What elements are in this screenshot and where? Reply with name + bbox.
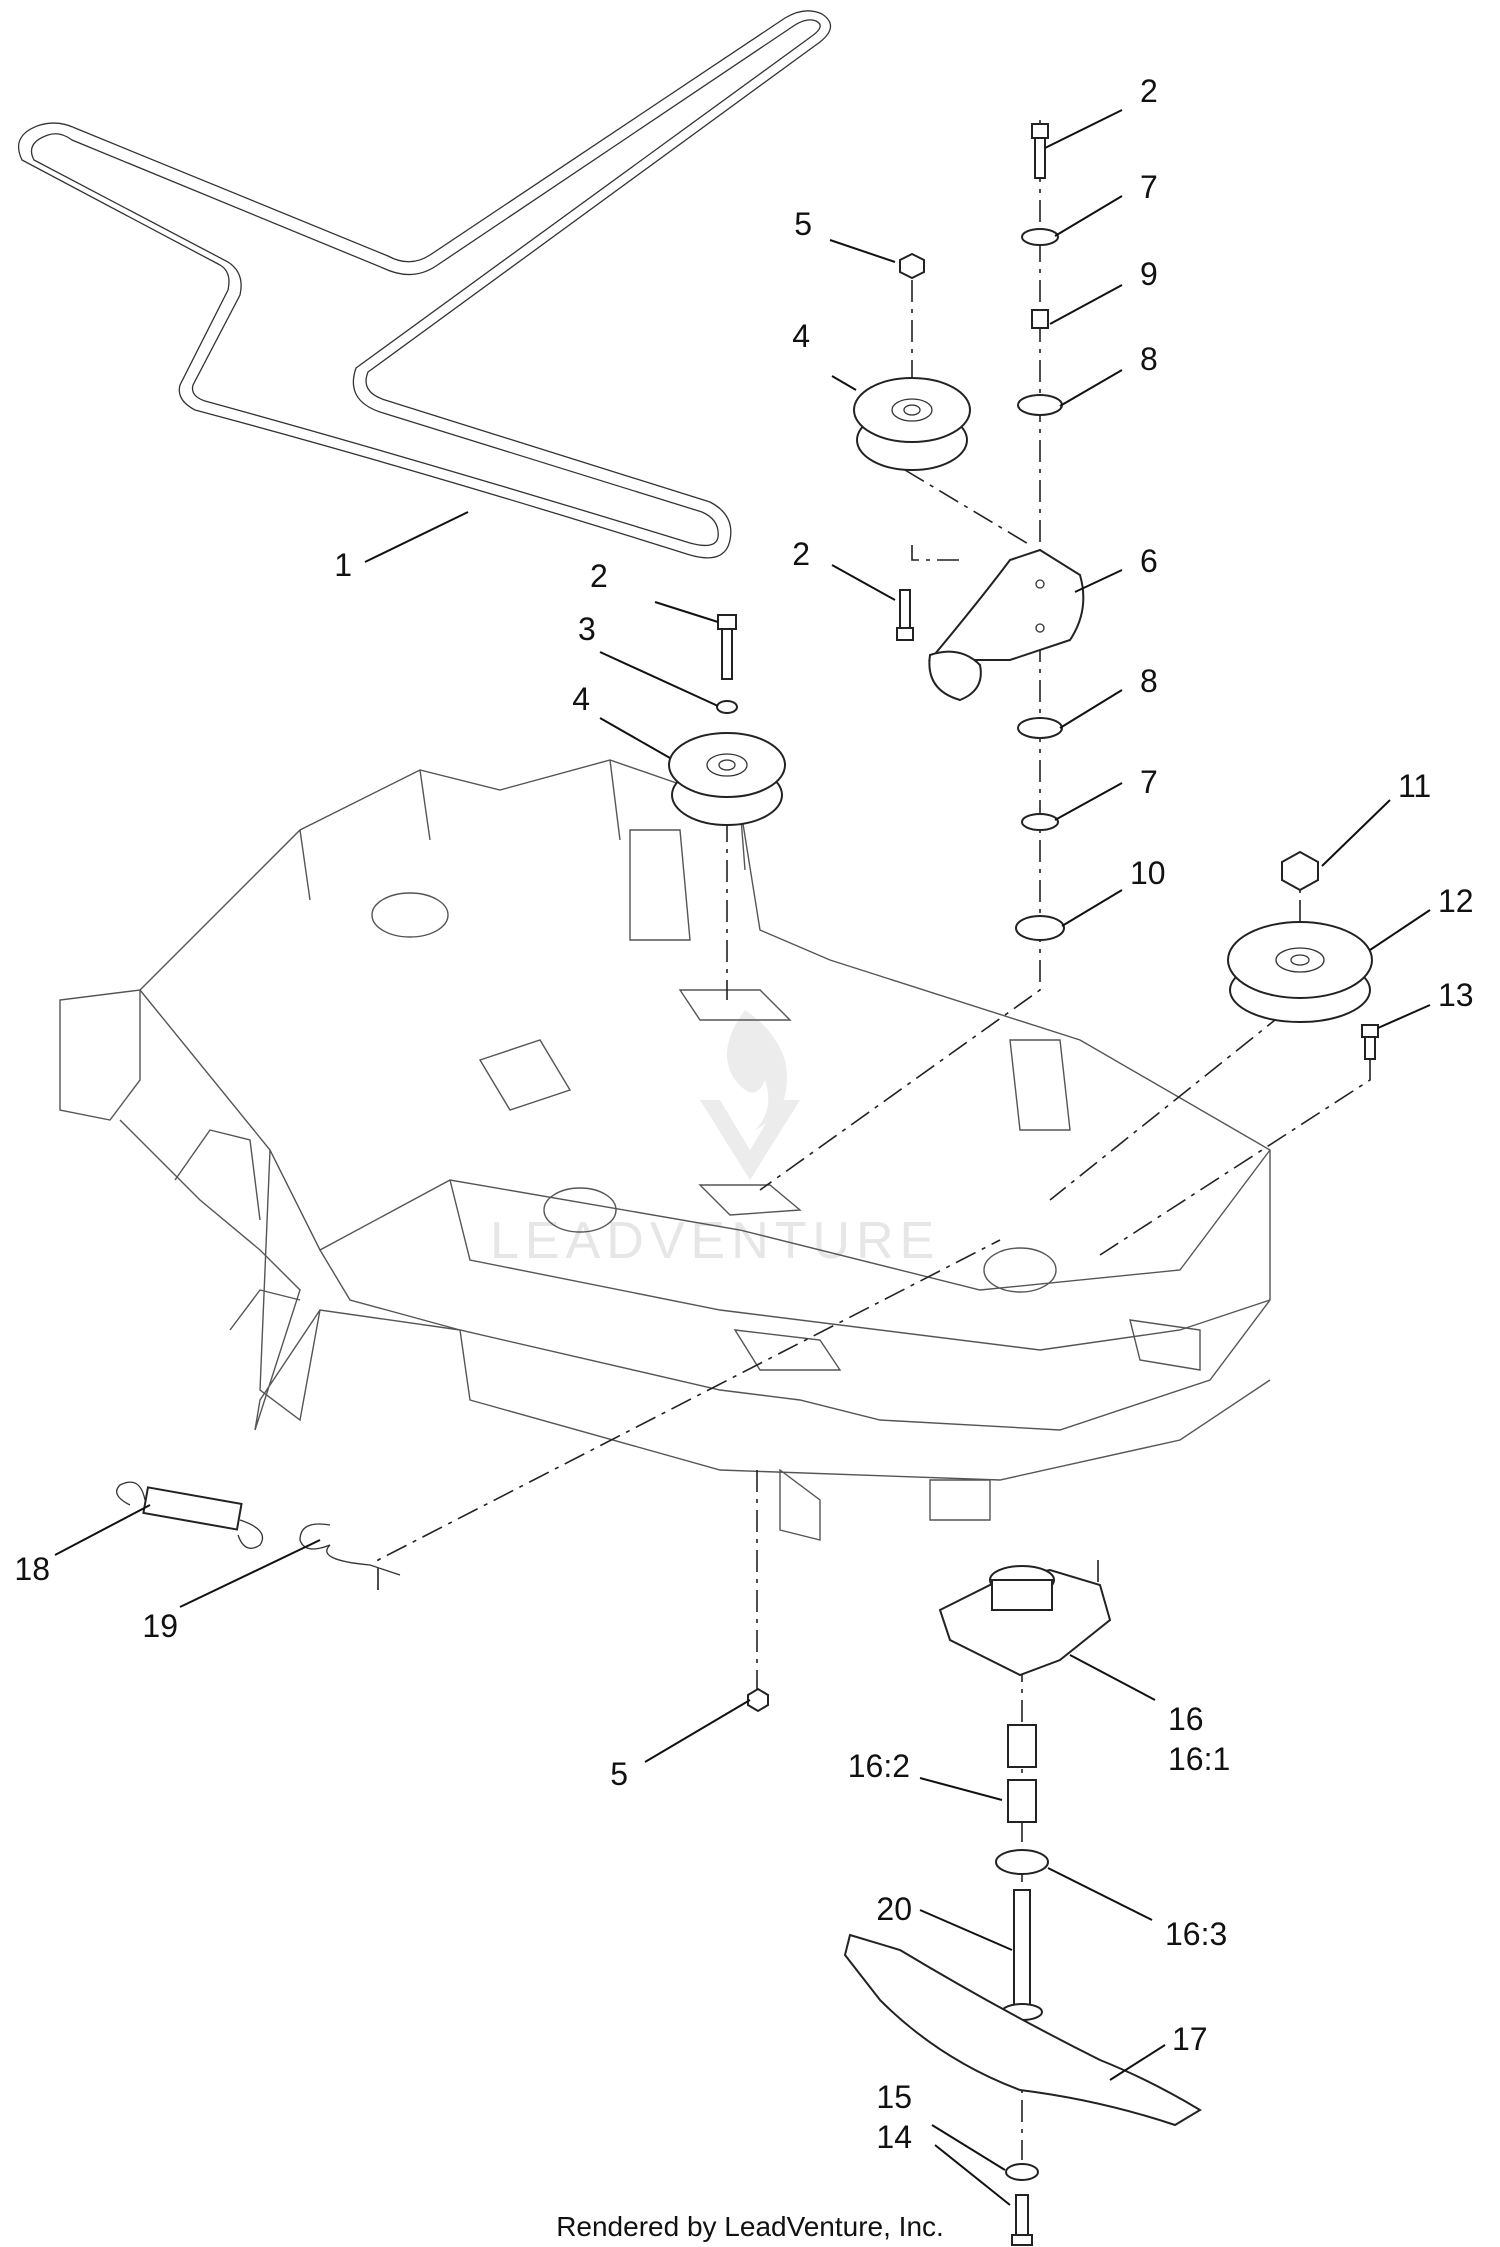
leader-lines — [54, 109, 1431, 2206]
washer-8-top — [1017, 394, 1063, 416]
callout-2-bracket: 2 — [792, 536, 810, 572]
callout-3: 3 — [578, 611, 596, 647]
bearing-16-3 — [995, 1849, 1049, 1875]
spindle-shaft — [1001, 1889, 1043, 2021]
washer-7-top — [1021, 228, 1059, 246]
mower-blade — [843, 1933, 1202, 2127]
callout-2-left: 2 — [590, 558, 608, 594]
callout-19: 19 — [142, 1608, 178, 1644]
callout-9: 9 — [1140, 256, 1158, 292]
callout-6: 6 — [1140, 543, 1158, 579]
callout-1: 1 — [334, 547, 352, 583]
bearing-spacer-16-2 — [1007, 1779, 1037, 1823]
watermark-flame-icon — [727, 1010, 787, 1130]
callout-2-top: 2 — [1140, 73, 1158, 109]
callout-16-2: 16:2 — [848, 1748, 910, 1784]
spindle-housing — [938, 1565, 1112, 1677]
callout-5-top: 5 — [794, 206, 812, 242]
washer-15 — [1005, 2163, 1039, 2181]
callout-14: 14 — [876, 2119, 912, 2155]
callout-7-lower: 7 — [1140, 764, 1158, 800]
washer-8-lower — [1017, 717, 1063, 739]
spacer-9 — [1031, 309, 1049, 329]
callout-16-1: 16:1 — [1168, 1741, 1230, 1777]
bolt-left-pulley — [717, 614, 737, 680]
nut-5-top — [899, 252, 925, 280]
bolt-bracket — [896, 589, 914, 641]
callout-8-lower: 8 — [1140, 663, 1158, 699]
callout-11: 11 — [1398, 768, 1431, 804]
callout-7-top: 7 — [1140, 169, 1158, 205]
callout-18: 18 — [14, 1551, 50, 1587]
washer-7-lower — [1021, 813, 1059, 831]
bolt-13 — [1361, 1024, 1379, 1060]
callout-4-left: 4 — [572, 681, 590, 717]
bearing-spacer-upper — [1007, 1724, 1037, 1768]
watermark-v-icon — [700, 1100, 800, 1180]
callout-20: 20 — [876, 1891, 912, 1927]
hardware — [116, 123, 1379, 2246]
nut-5-lower — [747, 1687, 769, 1713]
washer-3 — [716, 700, 738, 714]
extension-spring — [116, 1481, 264, 1549]
callout-10: 10 — [1130, 855, 1166, 891]
callout-17: 17 — [1172, 2021, 1208, 2057]
callout-8-top: 8 — [1140, 341, 1158, 377]
watermark: LEADVENTURE — [490, 1010, 940, 1270]
blade-drive-pulley — [1227, 921, 1373, 1023]
callout-16-3: 16:3 — [1165, 1916, 1227, 1952]
spacer-10 — [1015, 915, 1065, 941]
blade-bolt — [1011, 2194, 1033, 2246]
idler-pulley-left — [668, 732, 786, 826]
idler-pulley-top — [853, 377, 971, 471]
callout-12: 12 — [1438, 883, 1474, 919]
callouts: 1 2 2 2 3 4 4 5 5 6 7 7 8 8 9 10 11 12 1… — [14, 73, 1473, 2155]
callout-16: 16 — [1168, 1701, 1204, 1737]
mower-deck — [59, 759, 1271, 1541]
callout-13: 13 — [1438, 977, 1474, 1013]
nut-11 — [1281, 850, 1319, 892]
bolt-top — [1031, 123, 1049, 179]
spring-rod — [299, 1523, 401, 1576]
belt — [17, 10, 832, 559]
footer-credit: Rendered by LeadVenture, Inc. — [556, 2211, 944, 2242]
watermark-text: LEADVENTURE — [490, 1212, 940, 1270]
idler-bracket — [927, 548, 1085, 702]
callout-5-lower: 5 — [610, 1756, 628, 1792]
callout-4-top: 4 — [792, 318, 810, 354]
callout-15: 15 — [876, 2079, 912, 2115]
